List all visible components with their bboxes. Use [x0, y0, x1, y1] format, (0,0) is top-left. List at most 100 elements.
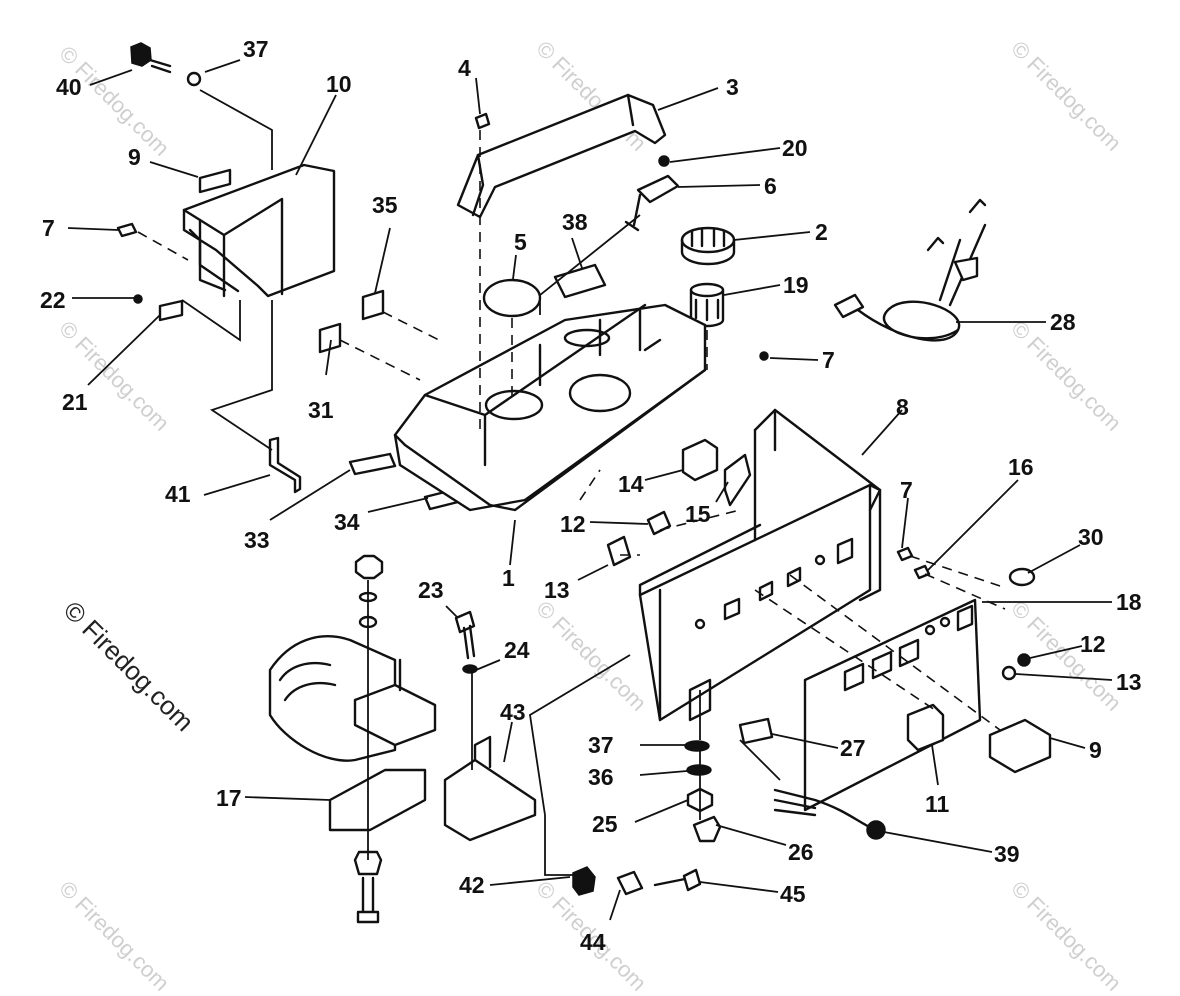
cord-set-28-drawing	[833, 198, 987, 342]
callout-28: 28	[1050, 309, 1076, 335]
callout-37: 37	[588, 732, 614, 758]
receptacle-9-drawing	[988, 718, 1052, 774]
watermark-text: © Firedog.com	[1006, 876, 1126, 996]
callout-20: 20	[782, 135, 808, 161]
callout-30: 30	[1078, 524, 1104, 550]
bolt-45-shaft-drawing	[653, 877, 687, 887]
callout-34: 34	[334, 509, 360, 535]
fuel-cap-2-drawing	[680, 226, 736, 266]
washer-24-drawing	[462, 664, 478, 674]
engine-drawing	[268, 635, 437, 762]
screw-16-drawing	[913, 564, 931, 580]
bolt-23-shaft-drawing	[462, 624, 476, 660]
spacer-44-drawing	[616, 870, 644, 896]
callout-10: 10	[326, 71, 352, 97]
callout-37: 37	[243, 36, 269, 62]
callout-26: 26	[788, 839, 814, 865]
callout-41: 41	[165, 481, 191, 507]
breaker-13-drawing	[1001, 665, 1017, 681]
callout-7: 7	[42, 215, 55, 241]
label-9-drawing	[198, 168, 232, 194]
switch-6-drawing	[624, 174, 680, 232]
mount-17-drawing	[328, 768, 427, 832]
callout-17: 17	[216, 785, 242, 811]
callout-18: 18	[1116, 589, 1142, 615]
label-33-drawing	[348, 452, 397, 476]
grommet-42-drawing	[572, 866, 596, 896]
callout-36: 36	[588, 764, 614, 790]
watermark-text: © Firedog.com	[54, 41, 174, 161]
callout-6: 6	[764, 173, 777, 199]
callout-19: 19	[783, 272, 809, 298]
callout-7: 7	[900, 477, 913, 503]
assembly-lines	[181, 89, 781, 876]
callout-labels: 40 37 10 9 7 22 21 41 35 31 33 34 4 3 20…	[40, 36, 1142, 955]
bracket-21-drawing	[158, 299, 184, 322]
watermarks: © Firedog.com © Firedog.com © Firedog.co…	[54, 36, 1126, 996]
harness-39-drawing	[773, 788, 886, 840]
callout-35: 35	[372, 192, 398, 218]
label-31-drawing	[318, 322, 342, 354]
callout-23: 23	[418, 577, 444, 603]
handle-3-drawing	[456, 93, 667, 219]
callout-15: 15	[685, 501, 711, 527]
plate-15-drawing	[723, 453, 752, 507]
mount-hardware-drawing	[353, 554, 384, 924]
label-27-drawing	[738, 717, 774, 745]
fuel-tank-1-drawing	[393, 303, 707, 512]
watermark-text: © Firedog.com	[54, 316, 174, 436]
watermark-text: © Firedog.com	[1006, 36, 1126, 156]
callout-43: 43	[500, 699, 526, 725]
washer-37-drawing	[684, 740, 710, 752]
bolt-40-drawing	[130, 42, 202, 87]
callout-5: 5	[514, 229, 527, 255]
callout-14: 14	[618, 471, 644, 497]
watermark-text: © Firedog.com	[531, 596, 651, 716]
screw-7-drawing	[759, 351, 769, 361]
callout-9: 9	[128, 144, 141, 170]
callout-24: 24	[504, 637, 530, 663]
callout-13: 13	[1116, 669, 1142, 695]
callout-13: 13	[544, 577, 570, 603]
screw-20-drawing	[658, 155, 670, 167]
callout-31: 31	[308, 397, 334, 423]
side-panel-10-drawing	[182, 163, 336, 298]
callout-11: 11	[925, 791, 950, 817]
callout-2: 2	[815, 219, 828, 245]
bolt-45-drawing	[682, 868, 702, 892]
bracket-41-drawing	[268, 436, 302, 494]
callout-22: 22	[40, 287, 66, 313]
fuse-12-drawing	[1017, 653, 1031, 667]
alignment-lines	[137, 130, 1006, 731]
watermark-text-large: © Firedog.com	[58, 595, 200, 737]
screw-7-drawing	[896, 546, 914, 562]
fuse-12-drawing	[646, 510, 672, 536]
callout-12: 12	[560, 511, 586, 537]
bracket-43-tab-drawing	[473, 735, 492, 769]
switch-11-drawing	[906, 703, 945, 752]
bracket-43-drawing	[443, 758, 537, 842]
callout-3: 3	[726, 74, 739, 100]
callout-7: 7	[822, 347, 835, 373]
callout-40: 40	[56, 74, 82, 100]
screw-7-drawing	[116, 222, 138, 238]
callout-12: 12	[1080, 631, 1106, 657]
callout-21: 21	[62, 389, 88, 415]
part-drawings	[116, 42, 1052, 924]
label-35-drawing	[361, 289, 385, 321]
callout-9: 9	[1089, 737, 1102, 763]
breaker-13-drawing	[606, 535, 632, 567]
callout-42: 42	[459, 872, 485, 898]
callout-4: 4	[458, 55, 471, 81]
control-box-8-drawing	[638, 408, 882, 722]
leader-lines	[67, 59, 1113, 921]
screw-4-drawing	[474, 112, 491, 130]
callout-1: 1	[502, 565, 515, 591]
callout-44: 44	[580, 929, 606, 955]
callout-16: 16	[1008, 454, 1034, 480]
receptacle-14-drawing	[681, 438, 719, 482]
washer-36-drawing	[686, 764, 712, 776]
cap-5-drawing	[482, 278, 542, 318]
